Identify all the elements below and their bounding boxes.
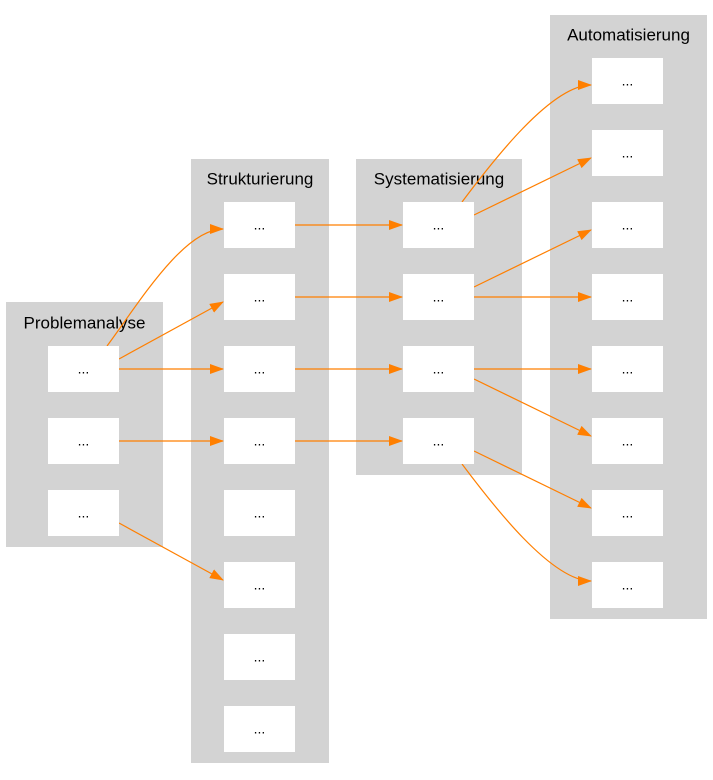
- node-label: ...: [433, 433, 445, 449]
- node-s7: ...: [224, 634, 295, 680]
- node-box: [592, 418, 663, 464]
- node-y4: ...: [403, 418, 474, 464]
- node-box: [403, 418, 474, 464]
- node-a1: ...: [592, 58, 663, 104]
- node-label: ...: [254, 577, 266, 593]
- node-label: ...: [254, 505, 266, 521]
- node-box: [224, 490, 295, 536]
- node-a7: ...: [592, 490, 663, 536]
- node-p1: ...: [48, 346, 119, 392]
- node-label: ...: [78, 361, 90, 377]
- node-a2: ...: [592, 130, 663, 176]
- edge-p1-s1: [106, 224, 224, 347]
- node-a8: ...: [592, 562, 663, 608]
- node-box: [48, 346, 119, 392]
- node-a6: ...: [592, 418, 663, 464]
- node-box: [592, 202, 663, 248]
- edge-y1-a1: [461, 80, 592, 203]
- node-box: [403, 274, 474, 320]
- node-label: ...: [622, 505, 634, 521]
- node-box: [592, 130, 663, 176]
- node-label: ...: [254, 721, 266, 737]
- node-label: ...: [622, 217, 634, 233]
- edge-p1-s2: [118, 301, 224, 360]
- edge-y2-a3: [473, 229, 592, 288]
- node-box: [592, 58, 663, 104]
- node-box: [592, 490, 663, 536]
- node-s5: ...: [224, 490, 295, 536]
- node-box: [403, 346, 474, 392]
- node-label: ...: [433, 217, 445, 233]
- node-box: [224, 274, 295, 320]
- node-label: ...: [622, 289, 634, 305]
- node-box: [224, 202, 295, 248]
- node-label: ...: [254, 361, 266, 377]
- node-box: [592, 274, 663, 320]
- cluster-title: Systematisierung: [374, 169, 504, 188]
- edge-y4-a7: [473, 450, 592, 509]
- node-s8: ...: [224, 706, 295, 752]
- node-a5: ...: [592, 346, 663, 392]
- node-label: ...: [622, 145, 634, 161]
- node-label: ...: [78, 505, 90, 521]
- node-box: [592, 562, 663, 608]
- node-s1: ...: [224, 202, 295, 248]
- node-box: [403, 202, 474, 248]
- node-s6: ...: [224, 562, 295, 608]
- node-label: ...: [254, 433, 266, 449]
- node-s2: ...: [224, 274, 295, 320]
- node-y1: ...: [403, 202, 474, 248]
- node-label: ...: [254, 217, 266, 233]
- edge-y3-a6: [473, 378, 592, 437]
- node-s3: ...: [224, 346, 295, 392]
- node-box: [224, 634, 295, 680]
- cluster-title: Automatisierung: [567, 25, 690, 44]
- edge-p3-s6: [118, 522, 224, 581]
- node-box: [224, 418, 295, 464]
- node-label: ...: [254, 649, 266, 665]
- node-box: [48, 418, 119, 464]
- node-a4: ...: [592, 274, 663, 320]
- node-label: ...: [622, 361, 634, 377]
- cluster-title: Problemanalyse: [24, 313, 146, 332]
- node-p2: ...: [48, 418, 119, 464]
- node-y3: ...: [403, 346, 474, 392]
- edge-y4-a8: [461, 463, 592, 586]
- node-label: ...: [254, 289, 266, 305]
- node-box: [224, 706, 295, 752]
- node-label: ...: [433, 361, 445, 377]
- node-box: [224, 346, 295, 392]
- node-y2: ...: [403, 274, 474, 320]
- node-label: ...: [622, 73, 634, 89]
- node-label: ...: [78, 433, 90, 449]
- node-label: ...: [622, 577, 634, 593]
- edge-y1-a2: [473, 157, 592, 216]
- node-s4: ...: [224, 418, 295, 464]
- node-p3: ...: [48, 490, 119, 536]
- node-label: ...: [433, 289, 445, 305]
- node-label: ...: [622, 433, 634, 449]
- cluster-title: Strukturierung: [207, 169, 314, 188]
- node-box: [48, 490, 119, 536]
- node-box: [224, 562, 295, 608]
- node-box: [592, 346, 663, 392]
- node-a3: ...: [592, 202, 663, 248]
